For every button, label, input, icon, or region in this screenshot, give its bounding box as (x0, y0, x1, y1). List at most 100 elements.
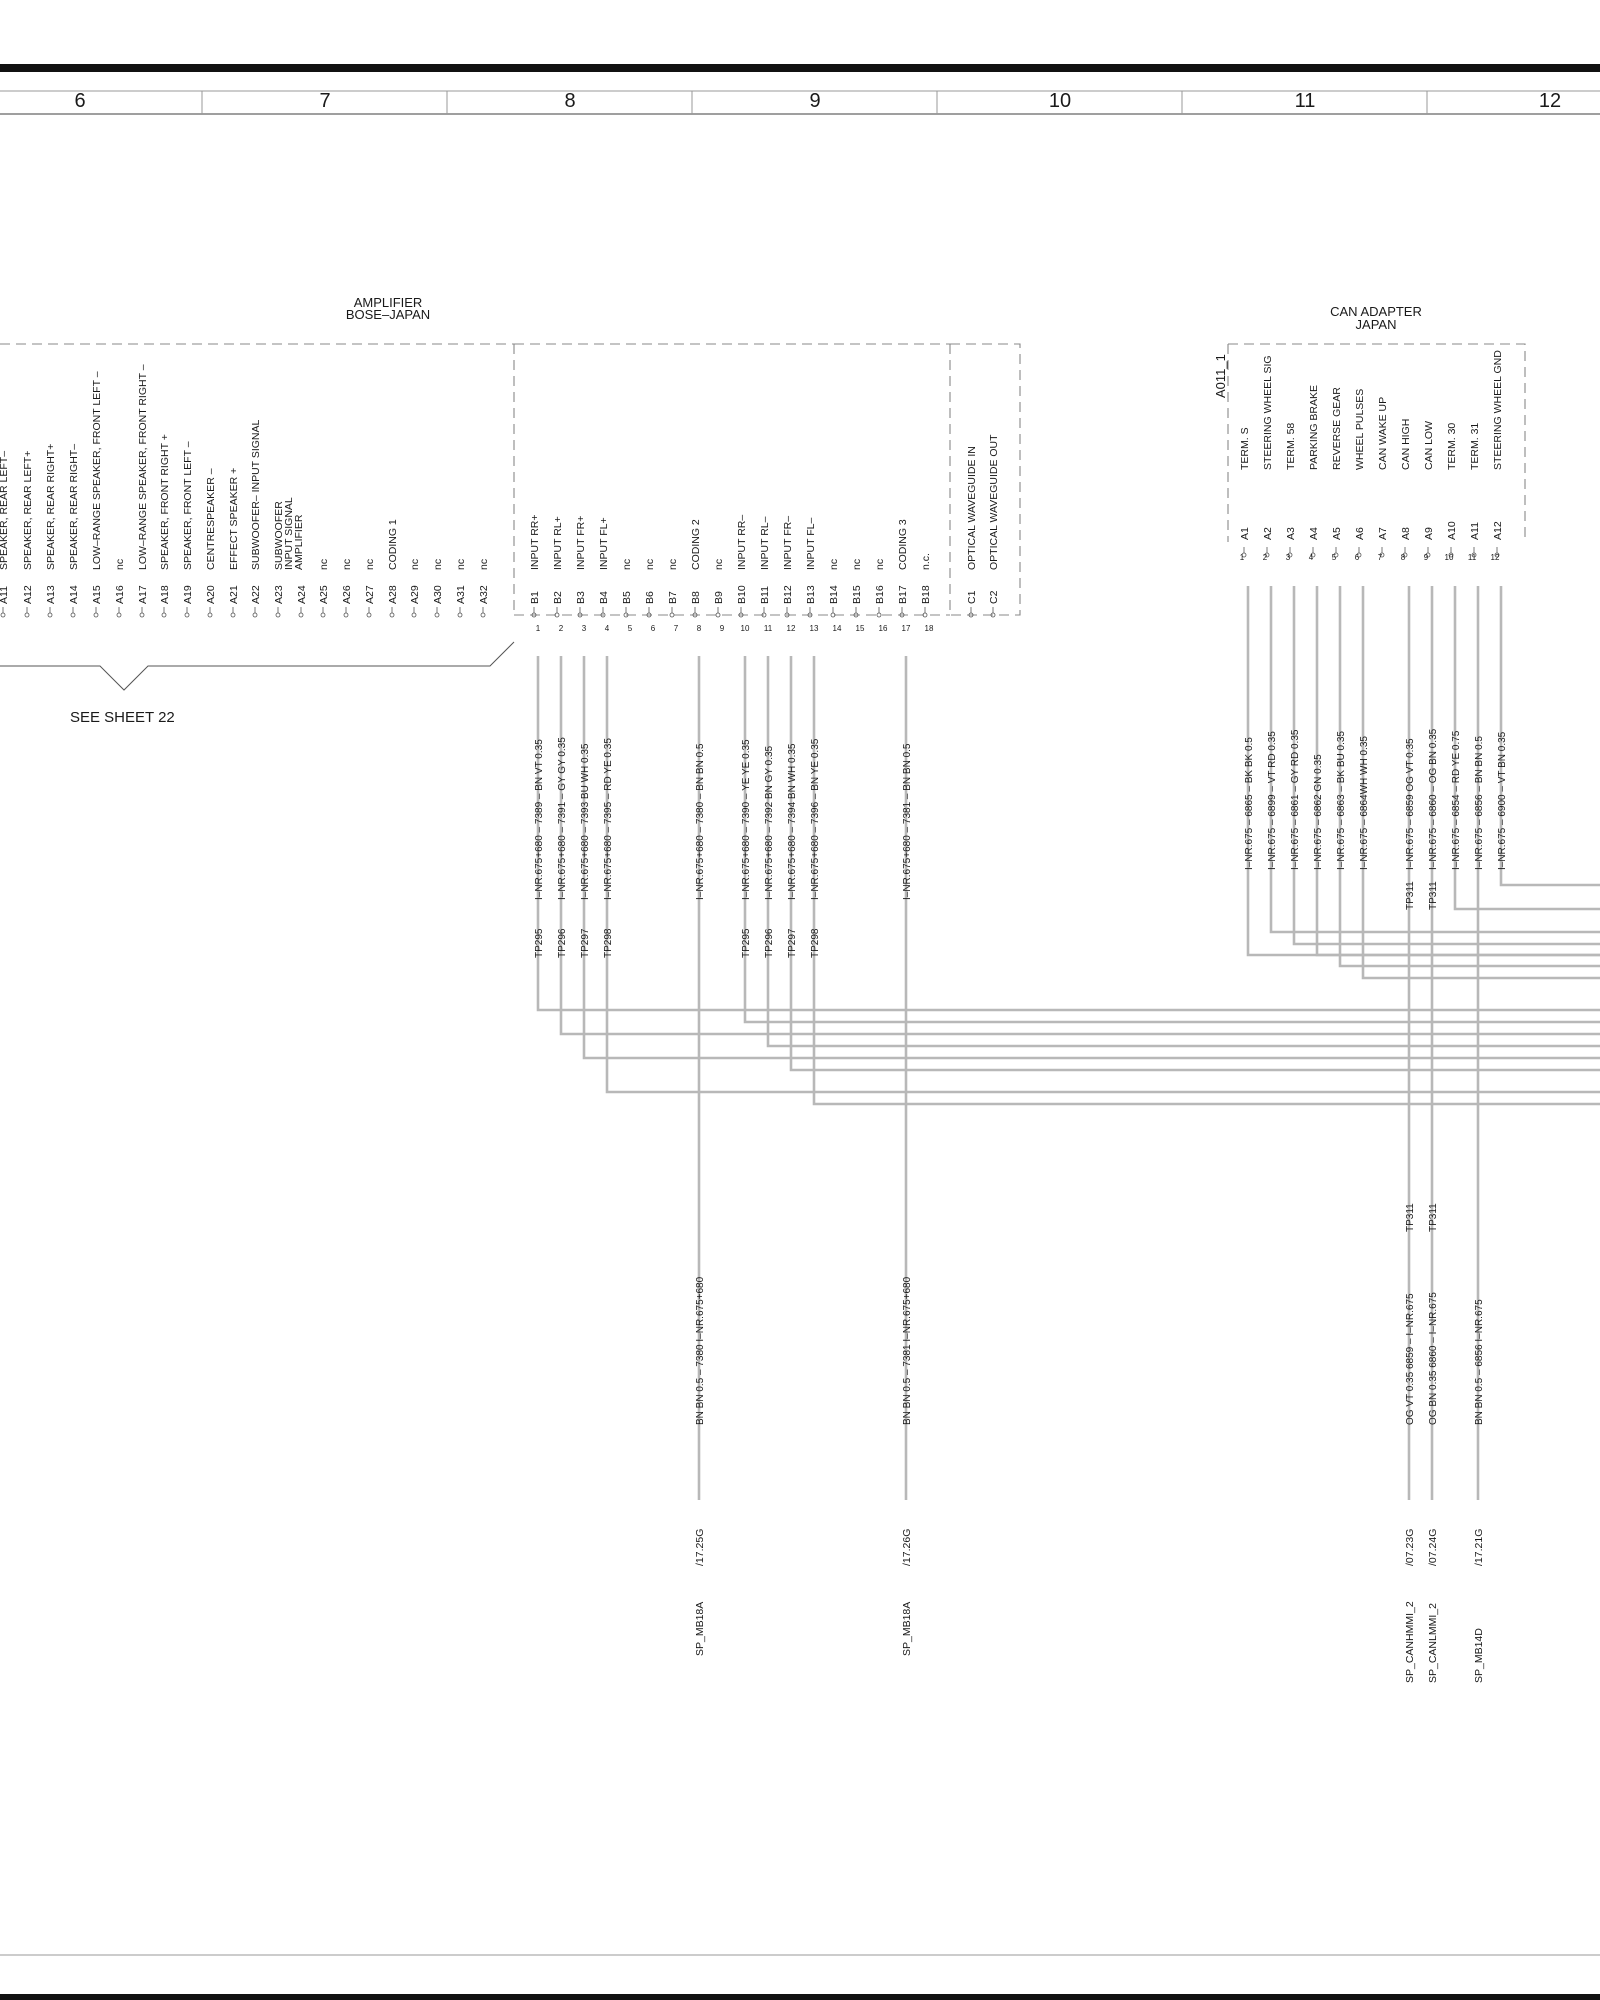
pin-contact-ring (184, 612, 190, 618)
pin-number: 10 (1445, 553, 1454, 562)
pin-id-A9: A9 (1423, 527, 1435, 540)
pin-contact-ring (320, 612, 326, 618)
pin-label-A18: SPEAKER, FRONT RIGHT + (159, 434, 171, 570)
pin-contact-ring (1333, 552, 1339, 558)
pin-label-B8: CODING 2 (690, 519, 702, 570)
pin-id-B7: B7 (667, 591, 679, 604)
pin-number: 14 (833, 624, 842, 633)
wire-A3[interactable] (1292, 586, 1600, 946)
pin-number: 7 (1378, 553, 1383, 562)
pin-number: 15 (856, 624, 865, 633)
pin-label-B5: nc (621, 559, 633, 570)
test-point-lower-A8: TP311 (1405, 1203, 1416, 1232)
pin-id-A26: A26 (341, 585, 353, 604)
pin-label-B9: nc (713, 559, 725, 570)
pin-id-A28: A28 (387, 585, 399, 604)
wire-A2[interactable] (1269, 586, 1600, 934)
wire-A10[interactable] (1453, 586, 1600, 911)
wire-label-A5: I–NR.675 – 6863 – BK BU 0.35 (1336, 731, 1347, 870)
wire-label-lower-B17: BN BN 0.5 – 7381 I–NR.675+680 (902, 1276, 913, 1425)
pin-number: 9 (720, 624, 725, 633)
wire-B11[interactable] (766, 656, 1600, 1048)
pin-number: 8 (697, 624, 702, 633)
pin-label-A30: nc (432, 559, 444, 570)
wire-A12[interactable] (1499, 586, 1600, 887)
pin-contact-ring (1241, 552, 1247, 558)
amplifier-box-c (950, 343, 1021, 616)
pin-id-A32: A32 (478, 585, 490, 604)
pin-id-A10: A10 (1446, 521, 1458, 540)
pin-id-B1: B1 (529, 591, 541, 604)
pin-contact-ring (623, 612, 629, 618)
pin-id-A1: A1 (1239, 527, 1251, 540)
test-point-B13: TP298 (810, 928, 821, 958)
pin-number: 4 (605, 624, 610, 633)
pin-contact-ring (434, 612, 440, 618)
pin-number: 16 (879, 624, 888, 633)
pin-contact-ring (93, 612, 99, 618)
sheet-reference: /07.23G (1404, 1529, 1416, 1566)
pin-number: 4 (1309, 553, 1314, 562)
amplifier-box-a (0, 343, 515, 615)
pin-label-B3: INPUT FR+ (575, 516, 587, 570)
wire-B10[interactable] (743, 656, 1600, 1024)
wire-B12[interactable] (789, 656, 1600, 1072)
pin-contact-ring (968, 612, 974, 618)
pin-contact-ring (922, 612, 928, 618)
pin-contact-ring (1379, 552, 1385, 558)
pin-label-A3: TERM. 58 (1285, 423, 1297, 470)
wire-B13[interactable] (812, 656, 1600, 1106)
pin-label-B15: nc (851, 559, 863, 570)
test-point-B11: TP296 (764, 928, 775, 958)
wire-B4[interactable] (605, 656, 1600, 1094)
pin-label-A15: LOW–RANGE SPEAKER, FRONT LEFT – (91, 371, 103, 570)
pin-number: 7 (674, 624, 679, 633)
see-sheet-bracket (0, 641, 515, 691)
pin-number: 11 (764, 624, 773, 633)
pin-id-A7: A7 (1377, 527, 1389, 540)
wire-label-A2: I–NR.675 – 6899 – VT RD 0.35 (1267, 731, 1278, 870)
wire-label-A10: I–NR.675 – 6854 – RD YE 0.75 (1451, 730, 1462, 870)
test-point-B3: TP297 (580, 928, 591, 958)
wire-A4[interactable] (1315, 586, 1600, 957)
pin-id-A12: A12 (22, 585, 34, 604)
sheet-reference: /17.26G (901, 1529, 913, 1566)
pin-contact-ring (230, 612, 236, 618)
test-point-B10: TP295 (741, 928, 752, 958)
pin-id-B2: B2 (552, 591, 564, 604)
wire-B1[interactable] (536, 656, 1600, 1012)
wire-B2[interactable] (559, 656, 1600, 1036)
wire-label-B3: I–NR.675+680 – 7393 BU WH 0.35 (580, 743, 591, 900)
pin-id-C2: C2 (988, 590, 1000, 604)
wire-A5[interactable] (1338, 586, 1600, 968)
pin-contact-ring (24, 612, 30, 618)
pin-contact-ring (366, 612, 372, 618)
pin-contact-ring (298, 612, 304, 618)
pin-contact-ring (252, 612, 258, 618)
pin-contact-ring (480, 612, 486, 618)
pin-contact-ring (0, 612, 6, 618)
wire-label-lower-A9: OG BN 0.35 6860 – I–NR.675 (1428, 1292, 1439, 1425)
pin-id-A29: A29 (409, 585, 421, 604)
pin-label-C1: OPTICAL WAVEGUIDE IN (966, 446, 978, 570)
pin-label-A23: SUBWOOFER (273, 501, 285, 570)
pin-contact-ring (161, 612, 167, 618)
pin-id-A19: A19 (182, 585, 194, 604)
pin-label-B2: INPUT RL+ (552, 516, 564, 570)
sheet-reference: /17.21G (1473, 1529, 1485, 1566)
wire-A6[interactable] (1361, 586, 1600, 980)
pin-contact-ring (139, 612, 145, 618)
amplifier-box-b (514, 343, 951, 616)
pin-id-A13: A13 (45, 585, 57, 604)
test-point-lower-A9: TP311 (1428, 1203, 1439, 1232)
pin-id-A4: A4 (1308, 527, 1320, 540)
pin-number: 11 (1468, 553, 1477, 562)
test-point-B1: TP295 (534, 928, 545, 958)
pin-label-A22: SUBWOOFER– INPUT SIGNAL (250, 420, 262, 570)
wire-B3[interactable] (582, 656, 1600, 1060)
amplifier-component[interactable]: AMPLIFIER BOSE–JAPAN SEE SHEET 22 A11SPE… (0, 295, 1021, 726)
pin-id-B16: B16 (874, 585, 886, 604)
pin-number: 17 (902, 624, 911, 633)
